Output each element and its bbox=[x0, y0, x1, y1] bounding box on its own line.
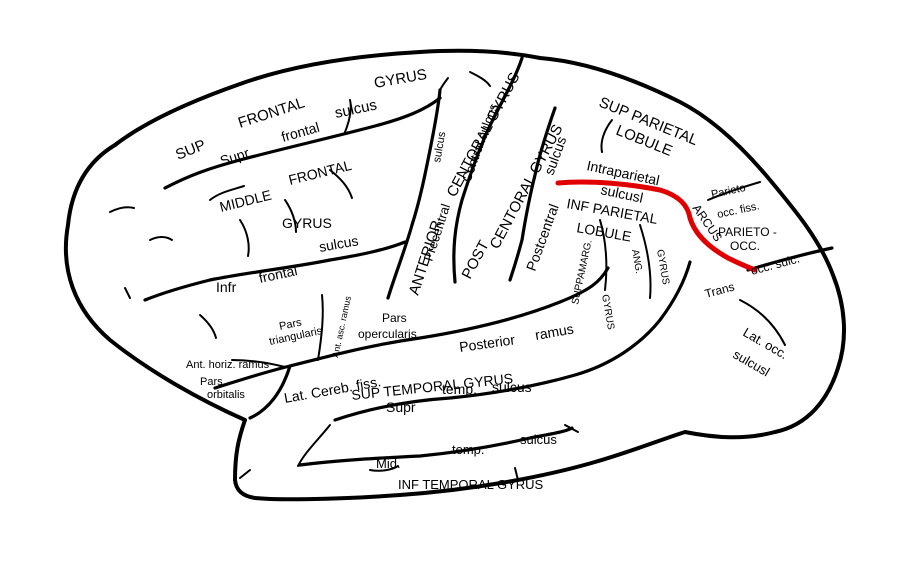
trans-occ-sulcus bbox=[746, 246, 834, 272]
mid-frontal-sulcus-2 bbox=[329, 169, 353, 199]
sup-temporal-sulcus bbox=[333, 260, 692, 422]
label-temp-mid: temp. bbox=[452, 442, 485, 457]
precentral-sulcus bbox=[386, 88, 442, 300]
sup-parietal-tick bbox=[600, 119, 613, 153]
sup-frontal-branch bbox=[344, 99, 352, 133]
inferior-frontal-sulcus bbox=[143, 240, 407, 302]
label-sulcus-inf: sulcus bbox=[318, 232, 360, 255]
label-occ: OCC. bbox=[730, 239, 760, 253]
mid-temporal-branch bbox=[297, 424, 331, 467]
superior-frontal-sulcus bbox=[163, 96, 442, 190]
precentral-branch-top bbox=[439, 77, 449, 91]
frontal-top-tick bbox=[469, 71, 491, 87]
intraparietal-sulcus-highlight bbox=[555, 179, 758, 273]
label-mid: Mid. bbox=[376, 456, 401, 471]
inf-temporal-tick-2 bbox=[514, 467, 519, 481]
ant-asc-ramus-line bbox=[317, 294, 324, 361]
mid-temporal-tick bbox=[564, 424, 579, 433]
label-pars-orbitalis: Pars bbox=[200, 376, 223, 388]
lat-occ-sulcus bbox=[739, 299, 786, 346]
label-sulcus-mid-temp: sulcus bbox=[520, 432, 557, 447]
label-parieto-occ: PARIETO - bbox=[718, 225, 777, 239]
parieto-occ-fissure bbox=[707, 181, 761, 201]
label-ang: ANG. bbox=[629, 249, 644, 275]
label-gyrus-mid: GYRUS bbox=[282, 215, 332, 231]
lateral-fissure bbox=[213, 266, 610, 390]
ant-horiz-ramus-line bbox=[231, 359, 286, 368]
mid-frontal-sulcus-1 bbox=[209, 185, 245, 201]
lateral-fissure-stem bbox=[248, 364, 292, 420]
label-frontal-inf: frontal bbox=[257, 262, 298, 286]
label-posterior: Posterior bbox=[458, 331, 516, 355]
postcentral-sulcus bbox=[508, 106, 557, 282]
label-supr-temp: Supr bbox=[386, 399, 416, 415]
angular-sulcus bbox=[639, 224, 652, 299]
mid-temporal-sulcus bbox=[298, 426, 574, 467]
orbital-tick-4 bbox=[199, 314, 217, 339]
label-sulcus-temp: sulcus bbox=[492, 379, 532, 395]
label-opercularis: opercularis bbox=[358, 327, 417, 341]
orbital-tick-2 bbox=[149, 236, 173, 241]
mid-frontal-sulcus-3 bbox=[239, 219, 250, 257]
central-sulcus bbox=[452, 56, 524, 284]
orbital-tick-1 bbox=[109, 206, 135, 213]
label-infr: Infr bbox=[216, 279, 237, 295]
inf-temporal-tick-1 bbox=[369, 465, 399, 472]
label-temp: temp. bbox=[442, 381, 477, 397]
label-ramus: ramus bbox=[534, 320, 575, 343]
orbital-tick-3 bbox=[124, 287, 131, 299]
label-inf-temporal-gyrus: INF TEMPORAL GYRUS bbox=[398, 477, 544, 492]
label-sulcus-vert: sulcus bbox=[431, 130, 448, 163]
label-pars-triangularis: Pars bbox=[278, 316, 303, 333]
label-orbitalis: orbitalis bbox=[207, 389, 245, 401]
label-pars-opercularis: Pars bbox=[382, 311, 407, 325]
label-ant-horiz-ramus: Ant. horiz. ramus bbox=[186, 359, 270, 371]
mid-frontal-sulcus-4 bbox=[284, 199, 297, 233]
supramarginal-sulcus bbox=[599, 219, 608, 291]
inf-temporal-tick-3 bbox=[239, 469, 251, 479]
